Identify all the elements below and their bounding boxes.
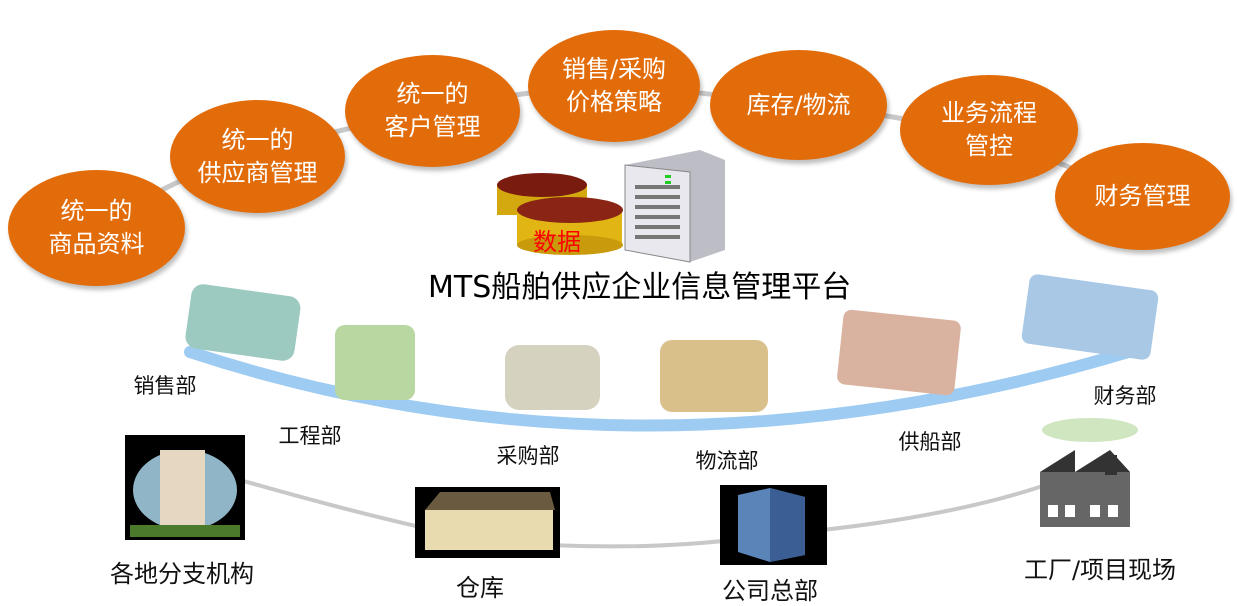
supply-ship-picture — [837, 309, 961, 396]
department-arc — [184, 344, 1141, 432]
dept-purchasing: 采购部 — [496, 444, 560, 468]
location-headquarters: 公司总部 — [722, 577, 818, 605]
purchasing-picture — [505, 345, 600, 410]
module-product-data: 统一的 商品资料 — [8, 170, 185, 286]
module-price-strategy: 销售/采购 价格策略 — [528, 30, 700, 142]
database-icon — [497, 173, 623, 255]
dept-logistics: 物流部 — [695, 449, 759, 473]
location-connector — [239, 478, 1061, 549]
dept-supply-ship: 供船部 — [898, 430, 962, 454]
module-finance: 财务管理 — [1055, 143, 1230, 250]
sales-picture — [185, 284, 301, 361]
warehouse-icon — [415, 487, 560, 558]
module-inventory-logistics: 库存/物流 — [710, 50, 887, 160]
factory-icon — [1040, 418, 1138, 527]
location-warehouse: 仓库 — [456, 574, 504, 602]
dept-sales: 销售部 — [133, 374, 197, 398]
module-process-control: 业务流程 管控 — [900, 75, 1078, 185]
logistics-picture — [660, 340, 768, 412]
finance-picture — [1021, 274, 1159, 360]
data-label: 数据 — [533, 228, 581, 256]
platform-title: MTS船舶供应企业信息管理平台 — [428, 270, 852, 305]
headquarters-icon — [720, 485, 827, 565]
branch-building-icon — [125, 435, 245, 540]
module-supplier-management: 统一的 供应商管理 — [170, 100, 345, 213]
dept-finance: 财务部 — [1093, 384, 1157, 408]
dept-engineering: 工程部 — [278, 424, 342, 448]
engineering-picture — [335, 325, 415, 400]
location-branches: 各地分支机构 — [110, 560, 254, 588]
server-icon — [624, 150, 725, 263]
location-factory-site: 工厂/项目现场 — [1023, 556, 1177, 584]
module-customer-management: 统一的 客户管理 — [345, 55, 520, 167]
